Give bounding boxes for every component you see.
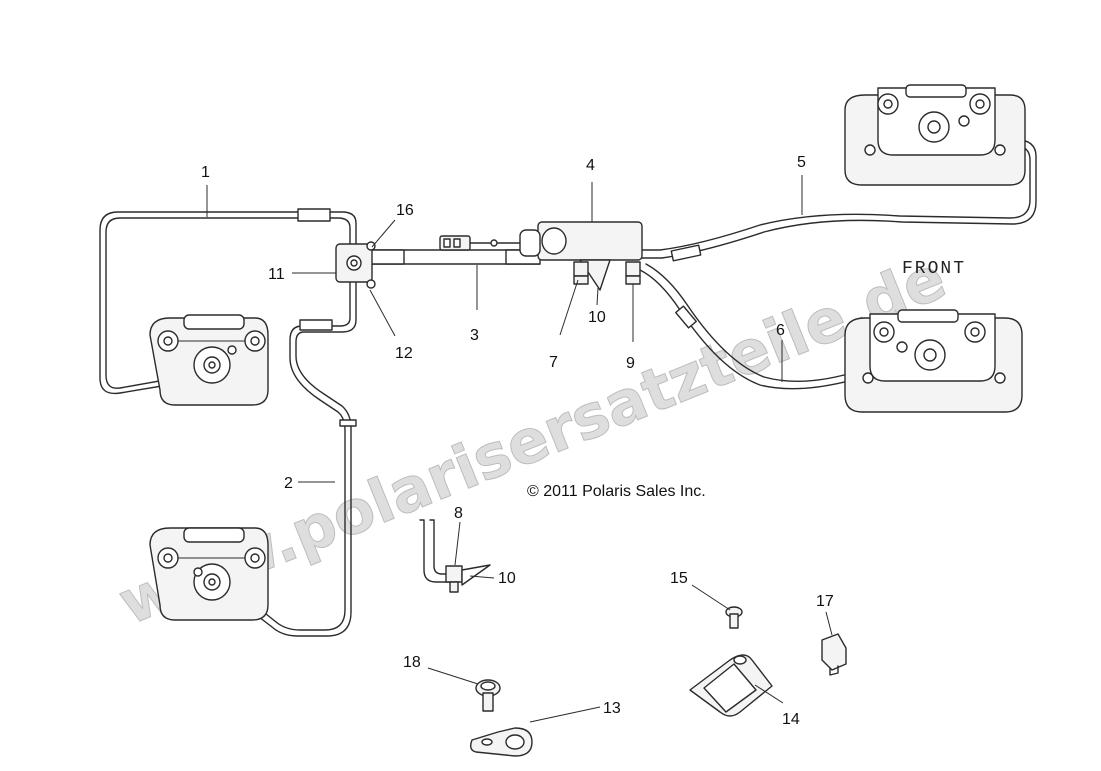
callout-11: 11 <box>268 266 285 283</box>
callout-4: 4 <box>586 157 595 174</box>
brake-line-6 <box>639 263 881 390</box>
callout-9: 9 <box>626 355 635 372</box>
bracket-14 <box>689 654 773 717</box>
callout-10: 10 <box>588 309 606 326</box>
caliper-rear-left-upper <box>149 314 269 406</box>
callout-10-detail: 10 <box>498 570 516 587</box>
brake-line-1 <box>99 208 357 395</box>
callout-7: 7 <box>549 354 558 371</box>
bleeder-screw-16 <box>366 241 376 251</box>
leader-lines <box>206 175 833 723</box>
callout-12: 12 <box>395 345 413 362</box>
bleeder-screw-12 <box>366 279 376 289</box>
callout-8: 8 <box>454 505 463 522</box>
caliper-front-right-upper <box>844 84 1026 186</box>
callout-3: 3 <box>470 327 479 344</box>
line-bracket-8 <box>419 519 491 593</box>
callout-5: 5 <box>797 154 806 171</box>
brake-tee-block <box>335 241 376 289</box>
callout-17: 17 <box>816 593 834 610</box>
callout-2: 2 <box>284 475 293 492</box>
callout-16: 16 <box>396 202 414 219</box>
callout-13: 13 <box>603 700 621 717</box>
copyright-notice: © 2011 Polaris Sales Inc. <box>527 483 706 500</box>
callouts: 1 2 3 4 5 6 7 8 9 10 10 11 12 13 14 15 1… <box>201 154 834 728</box>
callout-1: 1 <box>201 164 210 181</box>
callout-14: 14 <box>782 711 800 728</box>
caliper-front-right-lower <box>844 309 1023 413</box>
clip-17 <box>821 633 847 676</box>
front-orientation-label: FRONT <box>902 259 966 279</box>
master-cylinder <box>439 221 643 291</box>
callout-15: 15 <box>670 570 688 587</box>
screw-15 <box>725 606 743 629</box>
callout-18: 18 <box>403 654 421 671</box>
callout-6: 6 <box>776 322 785 339</box>
brake-line-2 <box>249 281 357 637</box>
p-clamp-13 <box>469 727 533 757</box>
caliper-rear-left-lower <box>149 527 269 621</box>
brake-line-3 <box>369 249 541 265</box>
brake-line-5 <box>639 138 1037 262</box>
bolt-18 <box>475 679 501 712</box>
